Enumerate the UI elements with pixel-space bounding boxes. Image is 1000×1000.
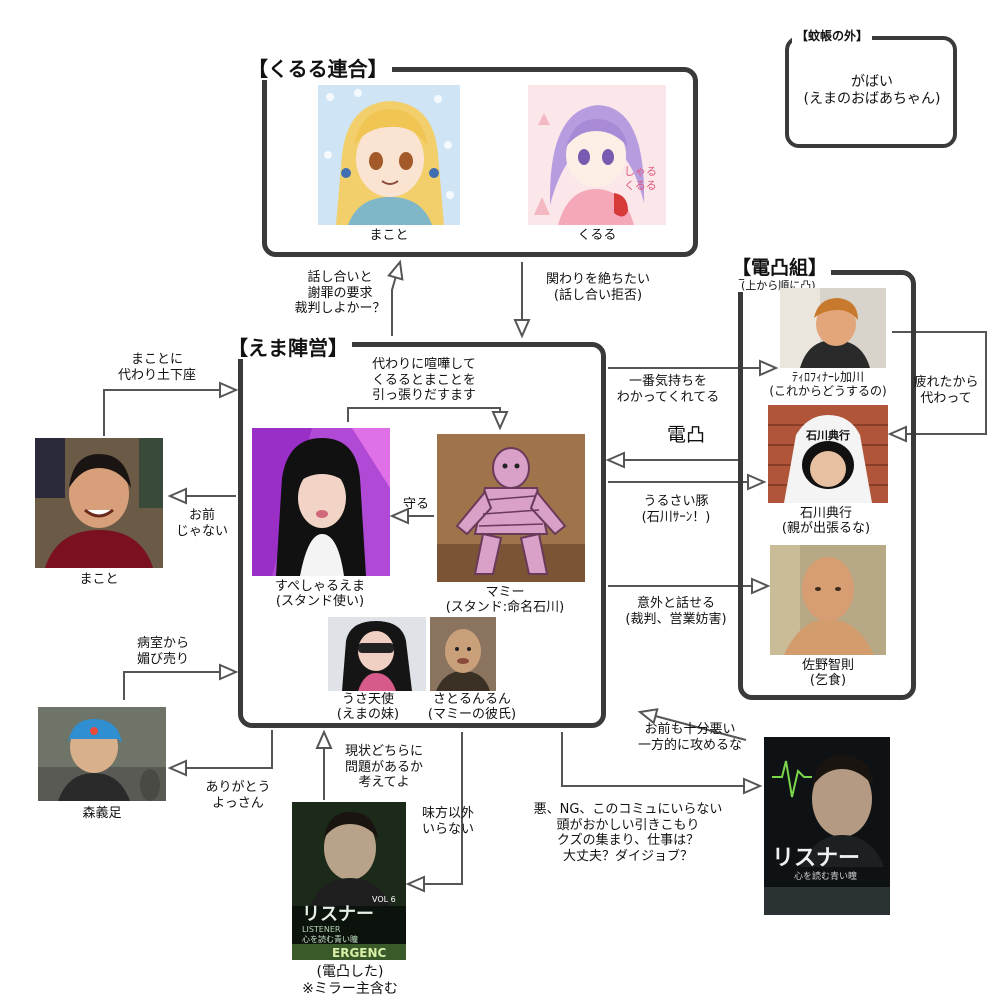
edge-label-kawarini: 代わりに喧嘩して くるるとまことを 引っ張りだすます bbox=[371, 357, 477, 404]
usa-tenshi-photo bbox=[328, 617, 426, 691]
group-ema-title: 【えま陣営】 bbox=[224, 337, 352, 359]
node-mummy-label: マミー (スタンド:命名石川) bbox=[445, 585, 565, 616]
listener-poster-right: リスナー 心を読む青い瞳 bbox=[764, 737, 890, 915]
node-morigisoku-label: 森義足 bbox=[82, 806, 122, 821]
man-photo-icon bbox=[780, 288, 886, 368]
mummy-image bbox=[437, 434, 585, 582]
node-sano-label: 佐野智則 (乞食) bbox=[801, 658, 855, 689]
supesharu-ema-photo bbox=[252, 428, 390, 576]
man-helmet-photo-icon bbox=[38, 707, 166, 801]
edge-label-igai: 意外と話せる (裁判、営業妨害) bbox=[625, 596, 727, 627]
connector-genjou-arrowhead bbox=[315, 729, 333, 749]
purple-anime-girl-icon: しゃる くるる bbox=[528, 85, 666, 225]
makoto-avatar-image bbox=[318, 85, 460, 225]
tirofina-photo bbox=[780, 288, 886, 368]
connector-aku-arrowhead bbox=[743, 777, 763, 795]
node-listener-center-label: (電凸した) ※ミラー主含む bbox=[302, 964, 398, 997]
man-photo-icon bbox=[430, 617, 496, 691]
node-satorun-label: さとるんるん (マミーの彼氏) bbox=[427, 692, 517, 723]
man-rice-ball-hat-icon: 石川典行 bbox=[768, 405, 888, 503]
kururu-badge-line1: しゃる bbox=[624, 165, 657, 178]
edge-label-arigatou: ありがとう よっさん bbox=[205, 780, 271, 811]
node-kururu-avatar-label: くるる bbox=[577, 228, 617, 243]
node-makoto-avatar-label: まこと bbox=[369, 228, 409, 243]
connector-makoto-dogeza-arrowhead bbox=[219, 381, 239, 399]
node-makoto-person-label: まこと bbox=[79, 572, 119, 587]
edge-label-aku: 悪、NG、このコミュにいらない 頭がおかしい引きこもり クズの集まり、仕事は？ … bbox=[533, 802, 723, 864]
edge-label-omae-janai: お前 じゃない bbox=[175, 508, 229, 539]
poster-right-subtitle: 心を読む青い瞳 bbox=[794, 870, 857, 882]
node-tirofina-label: ﾃｨﾛﾌｨﾅｰﾚ加川 (これからどうするの) bbox=[769, 370, 887, 399]
edge-label-tsukareta: 疲れたから 代わって bbox=[913, 375, 979, 406]
edge-label-urusai: うるさい豚 (石川ｻｰﾝ！) bbox=[641, 494, 711, 525]
listener-poster-center: リスナー LISTENER VOL 6 心を読む青い瞳 ERGENC bbox=[292, 802, 406, 960]
group-kururu-union bbox=[262, 67, 698, 257]
edge-label-genjou: 現状どちらに 問題があるか 考えてよ bbox=[344, 744, 424, 791]
connector-omae-janai-arrowhead bbox=[167, 487, 187, 505]
connector-hanashiai bbox=[391, 261, 401, 336]
node-supesharu-label: すぺしゃるえま (スタンド使い) bbox=[274, 579, 366, 610]
connector-byoushitsu bbox=[123, 671, 236, 700]
node-ishikawa-label: 石川典行 (親が出張るな) bbox=[781, 506, 871, 537]
node-usa-label: うさ天使 (えまの妹) bbox=[336, 692, 400, 723]
ishikawa-photo: 石川典行 bbox=[768, 405, 888, 503]
connector-omaemo-arrowhead bbox=[637, 708, 659, 725]
edge-label-byoushitsu: 病室から 媚び売り bbox=[136, 636, 190, 667]
kururu-badge-line2: くるる bbox=[624, 179, 657, 192]
connector-arigatou-arrowhead bbox=[167, 759, 187, 777]
node-gabai-label: がばい (えまのおばあちゃん) bbox=[803, 74, 941, 107]
kururu-avatar-image: しゃる くるる bbox=[528, 85, 666, 225]
edge-label-omaemo: お前も十分悪い 一方的に攻めるな bbox=[637, 722, 743, 753]
poster-center-strip: ERGENC bbox=[332, 946, 387, 960]
bald-man-photo-icon bbox=[770, 545, 886, 655]
blonde-anime-girl-icon bbox=[318, 85, 460, 225]
poster-center-title: リスナー bbox=[302, 904, 374, 925]
drama-poster-icon: リスナー 心を読む青い瞳 bbox=[764, 737, 890, 915]
edge-label-ichiban: 一番気持ちを わかってくれてる bbox=[616, 374, 720, 405]
mummy-monster-icon bbox=[437, 434, 585, 582]
smiling-man-photo-icon bbox=[35, 438, 163, 568]
connector-kakawari-arrowhead bbox=[513, 319, 531, 339]
drama-poster-icon: リスナー LISTENER VOL 6 心を読む青い瞳 ERGENC bbox=[292, 802, 406, 960]
group-kururu-title: 【くるる連合】 bbox=[244, 58, 392, 80]
sano-photo bbox=[770, 545, 886, 655]
edge-label-dentotsu: 電凸 bbox=[666, 424, 706, 446]
connector-arigatou bbox=[170, 730, 273, 769]
connector-mikata-arrowhead bbox=[405, 875, 425, 893]
group-dentotsu-title: 【電凸組】 bbox=[728, 258, 832, 279]
poster-center-subtitle: 心を読む青い瞳 bbox=[302, 934, 358, 944]
edge-label-mikata: 味方以外 いらない bbox=[421, 806, 475, 837]
girl-photo-icon bbox=[252, 428, 390, 576]
poster-center-vol: VOL 6 bbox=[372, 895, 396, 904]
connector-makoto-dogeza bbox=[103, 389, 236, 436]
edge-label-hanashiai: 話し合いと 謝罪の要求 裁判しよかー？ bbox=[294, 270, 386, 317]
group-kaya-title: 【蚊帳の外】 bbox=[792, 29, 873, 44]
satorunrun-photo bbox=[430, 617, 496, 691]
edge-label-mamoru: 守る bbox=[402, 497, 430, 512]
girl-sunglasses-photo-icon bbox=[328, 617, 426, 691]
edge-label-makoto-dogeza: まことに 代わり土下座 bbox=[117, 352, 197, 383]
morigisoku-photo bbox=[38, 707, 166, 801]
connector-hanashiai-arrowhead bbox=[387, 259, 404, 281]
group-ema-camp bbox=[238, 342, 606, 728]
poster-center-en: LISTENER bbox=[302, 925, 341, 934]
connector-byoushitsu-arrowhead bbox=[219, 663, 239, 681]
edge-label-kakawari: 関わりを絶ちたい (話し合い拒否) bbox=[545, 272, 651, 303]
connector-dentotsu-arrowhead bbox=[605, 451, 625, 469]
poster-right-title: リスナー bbox=[772, 846, 860, 871]
ishikawa-hat-text: 石川典行 bbox=[805, 428, 850, 442]
makoto-person-photo bbox=[35, 438, 163, 568]
